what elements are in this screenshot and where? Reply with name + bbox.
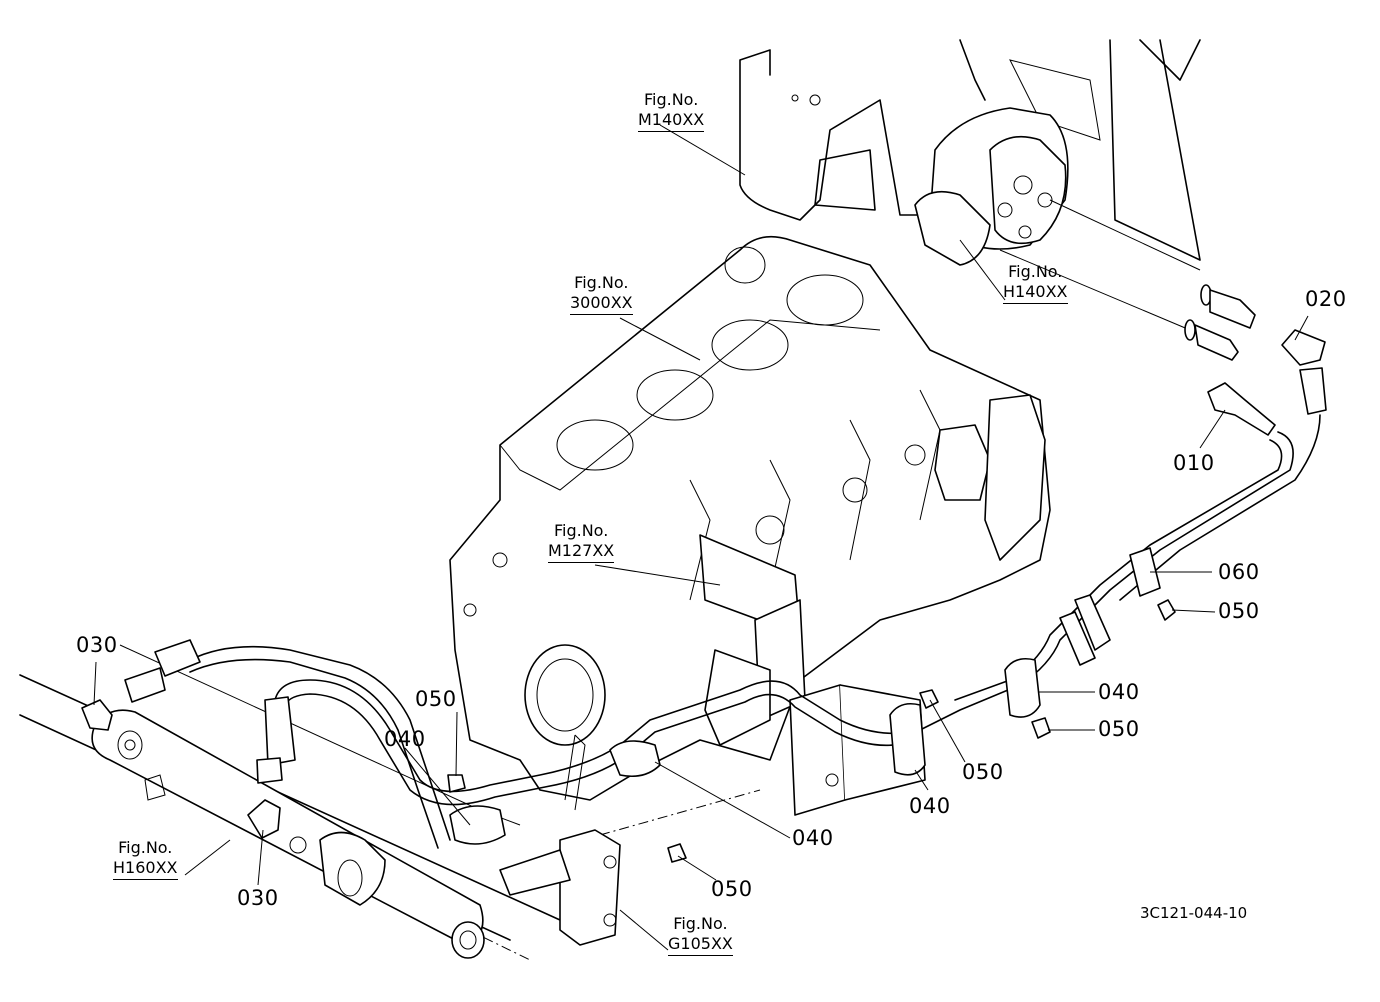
figure-ref-code: M140XX <box>638 110 705 132</box>
part-label-060: 060 <box>1218 560 1260 584</box>
figure-ref-code: M127XX <box>548 541 615 563</box>
part-label-040: 040 <box>1098 680 1140 704</box>
fittings-upper-right <box>1184 284 1327 436</box>
part-label-050: 050 <box>962 760 1004 784</box>
mounting-bracket <box>564 534 806 811</box>
part-label-030: 030 <box>237 886 279 910</box>
figure-ref-code: H140XX <box>1003 282 1068 304</box>
figure-ref-3000: Fig.No. 3000XX <box>570 273 633 315</box>
part-label-020: 020 <box>1305 287 1347 311</box>
leader-lines <box>93 124 1309 951</box>
part-label-050: 050 <box>1098 717 1140 741</box>
upper-housing <box>739 39 1201 261</box>
figure-ref-prefix: Fig.No. <box>553 521 609 540</box>
figure-ref-prefix: Fig.No. <box>673 914 728 933</box>
figure-ref-code: 3000XX <box>570 293 633 315</box>
hose-clamps <box>449 547 1161 845</box>
figure-ref-m127: Fig.No. M127XX <box>548 521 615 563</box>
figure-ref-prefix: Fig.No. <box>574 273 629 292</box>
part-label-010: 010 <box>1173 451 1215 475</box>
part-label-030: 030 <box>76 633 118 657</box>
part-label-040: 040 <box>909 794 951 818</box>
hydraulic-cylinder <box>91 709 485 959</box>
figure-ref-prefix: Fig.No. <box>1008 262 1063 281</box>
part-label-050: 050 <box>711 877 753 901</box>
engine-block <box>449 235 1051 801</box>
bolts <box>447 599 1176 863</box>
part-label-040: 040 <box>384 727 426 751</box>
part-label-050: 050 <box>415 687 457 711</box>
figure-ref-code: H160XX <box>113 858 178 880</box>
figure-ref-code: G105XX <box>668 934 733 956</box>
figure-ref-h140: Fig.No. H140XX <box>1003 262 1068 304</box>
part-label-050: 050 <box>1218 599 1260 623</box>
figure-ref-prefix: Fig.No. <box>643 90 699 109</box>
hydraulic-hoses <box>81 414 1321 849</box>
figure-ref-g105: Fig.No. G105XX <box>668 914 733 956</box>
part-label-040: 040 <box>792 826 834 850</box>
figure-ref-h160: Fig.No. H160XX <box>113 838 178 880</box>
drawing-code: 3C121-044-10 <box>1140 904 1248 922</box>
figure-ref-m140: Fig.No. M140XX <box>638 90 705 132</box>
figure-ref-prefix: Fig.No. <box>118 838 173 857</box>
steering-valve-unit <box>914 107 1201 331</box>
